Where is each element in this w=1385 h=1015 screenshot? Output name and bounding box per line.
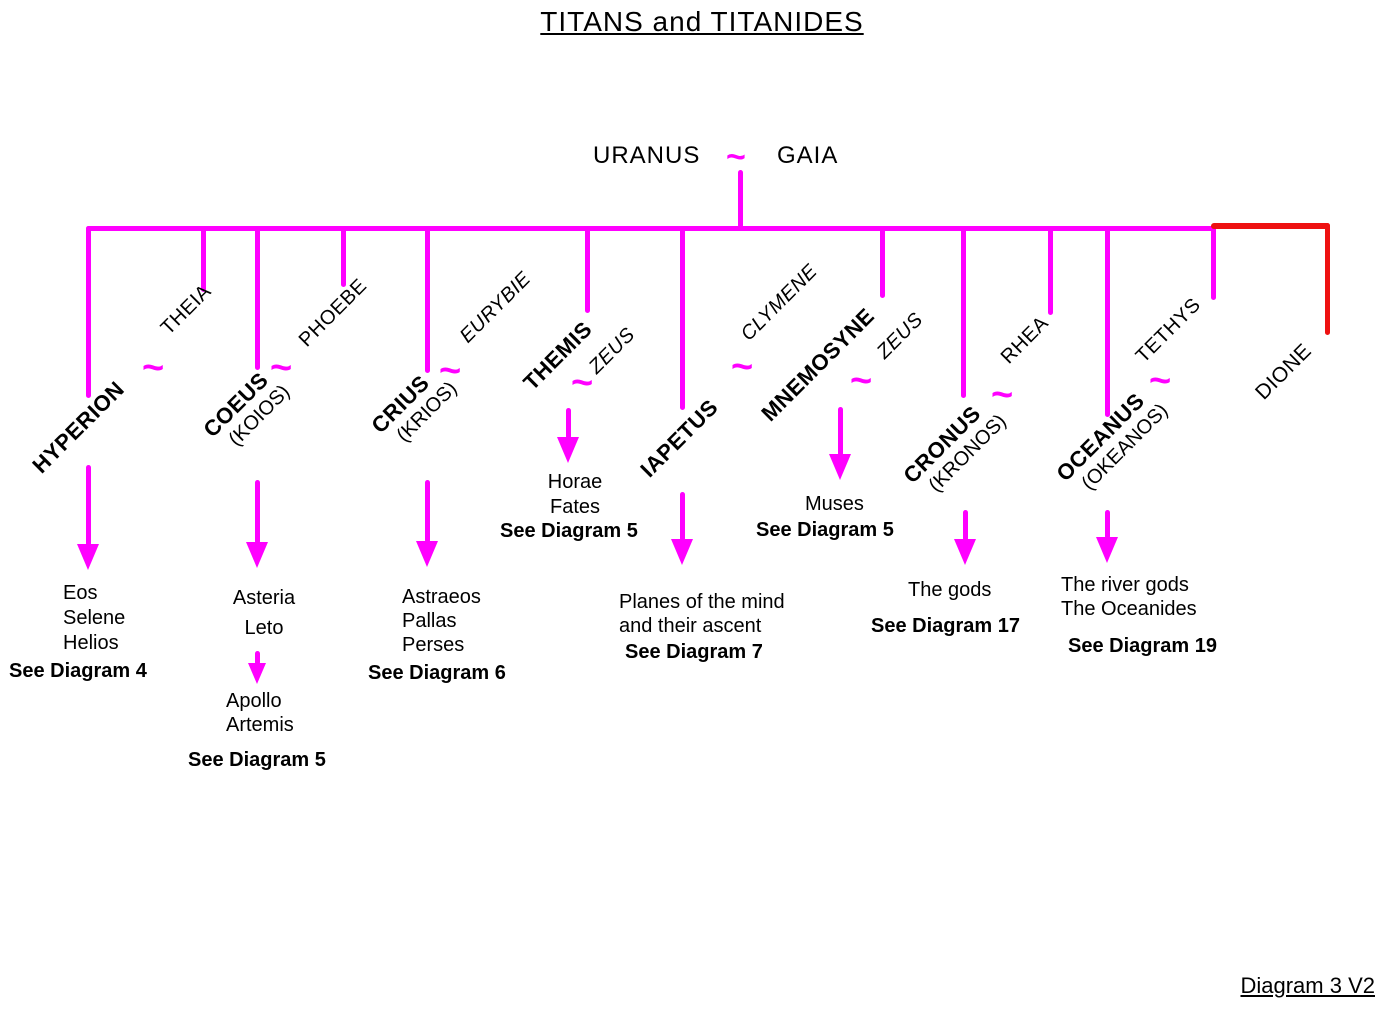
- child-astraeos: Astraeos: [402, 586, 481, 608]
- line-sibling-bar: [86, 226, 1216, 231]
- child-eos: Eos: [63, 582, 98, 604]
- child-perses: Perses: [402, 634, 465, 656]
- union-tilde-uranus-gaia: ~: [726, 138, 746, 176]
- union-tilde-iapetus-clymene: ~: [731, 346, 754, 388]
- spouse-name-phoebe: PHOEBE: [294, 274, 372, 352]
- union-tilde-hyperion-theia: ~: [142, 347, 165, 389]
- see-diagram-19-link: See Diagram 19: [1068, 635, 1217, 657]
- arrow-leto-children: [248, 651, 266, 684]
- arrow-crius-children: [416, 480, 438, 567]
- union-tilde-mnemosyne-zeus: ~: [850, 360, 873, 402]
- line-themis-stub: [585, 226, 590, 313]
- line-cronus-upper: [961, 226, 966, 398]
- union-tilde-crius-eurybie: ~: [439, 350, 462, 392]
- diagram-version-label: Diagram 3 V2: [1240, 973, 1375, 998]
- see-diagram-5-link-themis: See Diagram 5: [500, 520, 638, 542]
- arrow-iapetus-children: [671, 492, 693, 565]
- line-mnemosyne-stub: [880, 226, 885, 298]
- line-tethys-stub: [1211, 226, 1216, 300]
- children-iapetus: Planes of the mind and their ascent: [619, 590, 785, 638]
- arrow-hyperion-children: [77, 465, 99, 570]
- spouse-name-theia: THEIA: [156, 280, 216, 340]
- arrow-themis-children: [557, 408, 579, 463]
- titan-name-hyperion: HYPERION: [27, 376, 130, 478]
- see-diagram-17-link: See Diagram 17: [871, 615, 1020, 637]
- child-helios: Helios: [63, 632, 119, 654]
- child-the-gods: The gods: [908, 579, 992, 601]
- children-crius: Astraeos Pallas Perses: [402, 585, 481, 657]
- line-rhea-stub: [1048, 226, 1053, 315]
- child-muses: Muses: [805, 493, 864, 515]
- arrow-cronus-children: [954, 510, 976, 565]
- child-river-gods: The river gods: [1061, 574, 1189, 596]
- union-tilde-themis-zeus: ~: [571, 362, 594, 404]
- children-themis: Horae Fates: [520, 470, 630, 520]
- line-dione-horizontal: [1211, 223, 1330, 229]
- line-oceanus-upper: [1105, 226, 1110, 417]
- parent-name-gaia: GAIA: [777, 142, 839, 169]
- union-tilde-coeus-phoebe: ~: [270, 347, 293, 389]
- child-selene: Selene: [63, 607, 126, 629]
- line-coeus-upper: [255, 226, 260, 370]
- line-iapetus-upper: [680, 226, 685, 410]
- child-pallas: Pallas: [402, 610, 457, 632]
- line-dione-vertical: [1325, 223, 1330, 335]
- spouse-name-clymene: CLYMENE: [736, 260, 822, 346]
- iapetus-note-line-1: Planes of the mind: [619, 591, 785, 613]
- child-horae: Horae: [547, 471, 603, 493]
- see-diagram-5-link-mnemosyne: See Diagram 5: [756, 519, 894, 541]
- arrow-mnemosyne-children: [829, 407, 851, 480]
- child-leto: Leto: [244, 617, 284, 639]
- page-title: TITANS and TITANIDES: [540, 6, 864, 37]
- children-cronus: The gods: [908, 578, 991, 602]
- child-artemis: Artemis: [226, 714, 294, 736]
- grandchildren-leto: Apollo Artemis: [226, 689, 294, 737]
- iapetus-note-line-2: and their ascent: [619, 615, 762, 637]
- line-parents-drop: [738, 170, 743, 228]
- child-fates: Fates: [549, 496, 601, 518]
- child-oceanides: The Oceanides: [1061, 598, 1197, 620]
- child-apollo: Apollo: [226, 690, 282, 712]
- union-tilde-cronus-rhea: ~: [991, 374, 1014, 416]
- line-theia-stub: [201, 226, 206, 292]
- see-diagram-7-link: See Diagram 7: [625, 641, 763, 663]
- parent-name-uranus: URANUS: [593, 142, 701, 169]
- see-diagram-4-link: See Diagram 4: [9, 660, 147, 682]
- spouse-name-zeus-mnemosyne: ZEUS: [872, 308, 928, 364]
- spouse-name-tethys: TETHYS: [1131, 293, 1206, 368]
- see-diagram-5-link-coeus: See Diagram 5: [188, 749, 326, 771]
- union-tilde-oceanus-tethys: ~: [1149, 360, 1172, 402]
- spouse-name-rhea: RHEA: [996, 312, 1054, 369]
- arrow-coeus-children: [246, 480, 268, 568]
- spouse-name-eurybie: EURYBIE: [455, 267, 536, 348]
- children-mnemosyne: Muses: [805, 492, 864, 516]
- line-crius-upper: [425, 226, 430, 373]
- children-hyperion: Eos Selene Helios: [63, 581, 125, 656]
- line-phoebe-stub: [341, 226, 346, 287]
- line-hyperion-upper: [86, 226, 91, 398]
- child-asteria: Asteria: [232, 587, 296, 609]
- children-coeus: Asteria Leto: [208, 583, 320, 643]
- children-oceanus: The river gods The Oceanides: [1061, 573, 1197, 621]
- arrow-oceanus-children: [1096, 510, 1118, 563]
- titaness-name-dione: DIONE: [1251, 339, 1317, 405]
- see-diagram-6-link: See Diagram 6: [368, 662, 506, 684]
